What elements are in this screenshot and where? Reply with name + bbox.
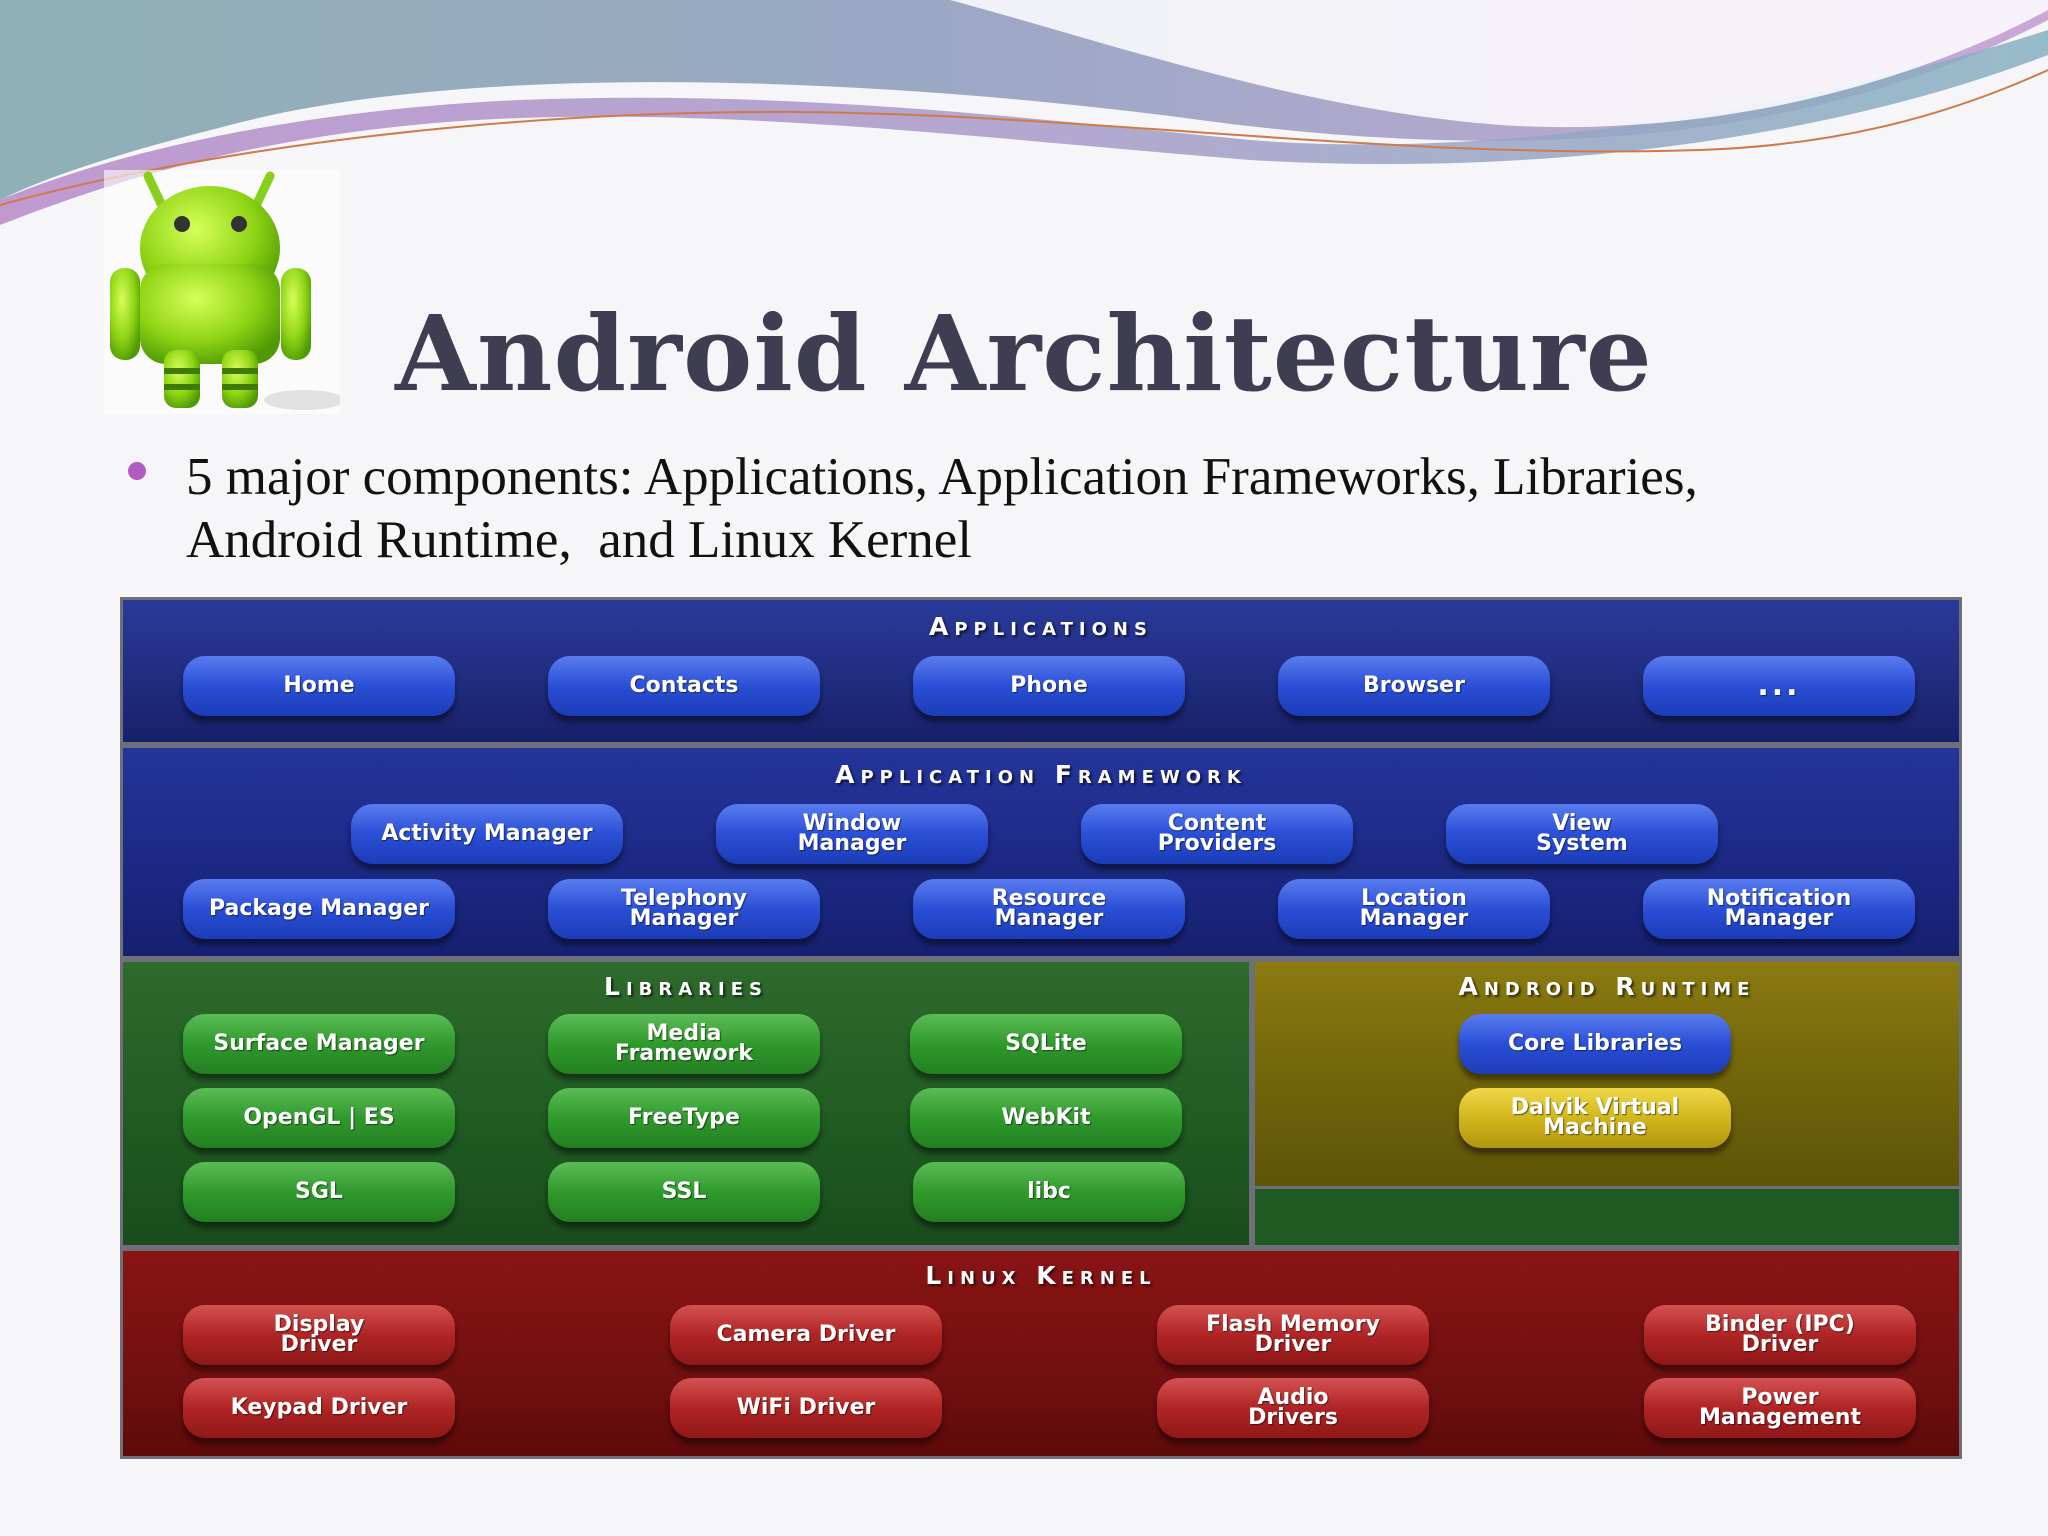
app-contacts: Contacts	[548, 656, 820, 716]
lib-media-framework: Media Framework	[548, 1014, 820, 1074]
fw-content-providers: Content Providers	[1081, 804, 1353, 864]
android-robot-icon	[104, 170, 340, 414]
libraries-layer: Libraries Surface Manager Media Framewor…	[120, 959, 1252, 1248]
kernel-binder-ipc-driver: Binder (IPC) Driver	[1644, 1305, 1916, 1365]
fw-window-manager: Window Manager	[716, 804, 988, 864]
linux-kernel-layer: Linux Kernel Display Driver Camera Drive…	[120, 1248, 1962, 1459]
framework-layer-title: Application Framework	[835, 760, 1247, 789]
lib-sqlite: SQLite	[910, 1014, 1182, 1074]
bullet-text: 5 major components: Applications, Applic…	[186, 448, 1698, 569]
lib-surface-manager: Surface Manager	[183, 1014, 455, 1074]
kernel-camera-driver: Camera Driver	[670, 1305, 942, 1365]
lib-webkit: WebKit	[910, 1088, 1182, 1148]
app-phone: Phone	[913, 656, 1185, 716]
rt-dalvik-vm: Dalvik Virtual Machine	[1459, 1088, 1731, 1148]
libraries-layer-title: Libraries	[604, 972, 768, 1001]
fw-telephony-manager: Telephony Manager	[548, 879, 820, 939]
kernel-display-driver: Display Driver	[183, 1305, 455, 1365]
lib-libc: libc	[913, 1162, 1185, 1222]
runtime-layer-title: Android Runtime	[1458, 972, 1756, 1001]
lib-ssl: SSL	[548, 1162, 820, 1222]
fw-resource-manager: Resource Manager	[913, 879, 1185, 939]
lib-opengl-es: OpenGL | ES	[183, 1088, 455, 1148]
fw-notification-manager: Notification Manager	[1643, 879, 1915, 939]
libraries-layer-extension	[1252, 1189, 1962, 1248]
app-browser: Browser	[1278, 656, 1550, 716]
kernel-flash-memory-driver: Flash Memory Driver	[1157, 1305, 1429, 1365]
lib-sgl: SGL	[183, 1162, 455, 1222]
kernel-audio-drivers: Audio Drivers	[1157, 1378, 1429, 1438]
bullet-item: 5 major components: Applications, Applic…	[124, 446, 1924, 572]
bullet-dot-icon	[128, 462, 146, 480]
header-swoosh-decoration	[0, 0, 2048, 225]
kernel-keypad-driver: Keypad Driver	[183, 1378, 455, 1438]
slide-title: Android Architecture	[395, 292, 1653, 415]
fw-location-manager: Location Manager	[1278, 879, 1550, 939]
fw-activity-manager: Activity Manager	[351, 804, 623, 864]
applications-layer: Applications Home Contacts Phone Browser…	[120, 597, 1962, 745]
app-more: ...	[1643, 656, 1915, 716]
fw-package-manager: Package Manager	[183, 879, 455, 939]
fw-view-system: View System	[1446, 804, 1718, 864]
kernel-power-management: Power Management	[1644, 1378, 1916, 1438]
kernel-layer-title: Linux Kernel	[925, 1261, 1157, 1290]
android-runtime-layer: Android Runtime Core Libraries Dalvik Vi…	[1252, 959, 1962, 1189]
lib-freetype: FreeType	[548, 1088, 820, 1148]
kernel-wifi-driver: WiFi Driver	[670, 1378, 942, 1438]
applications-layer-title: Applications	[929, 612, 1153, 641]
application-framework-layer: Application Framework Activity Manager W…	[120, 745, 1962, 959]
app-home: Home	[183, 656, 455, 716]
rt-core-libraries: Core Libraries	[1459, 1014, 1731, 1074]
architecture-diagram: Applications Home Contacts Phone Browser…	[120, 597, 1962, 1459]
